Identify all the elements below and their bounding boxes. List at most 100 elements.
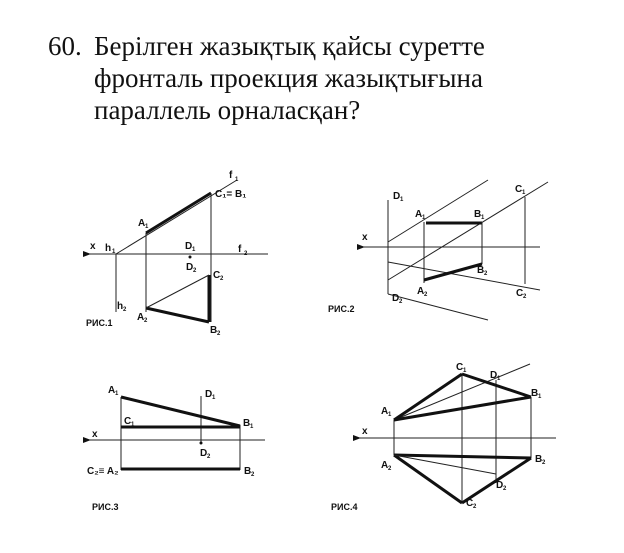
svg-text:1: 1 [538, 394, 542, 400]
fig2-label-a2: A [417, 286, 424, 297]
svg-text:2: 2 [424, 292, 428, 298]
fig1-label-b2: B [210, 325, 217, 336]
figure-3: A 1 C 1 D 1 x B 1 D 2 C₂≡ A₂ B 2 РИС.3 [83, 385, 265, 512]
svg-text:2: 2 [220, 276, 224, 282]
fig4-label-c1: C [456, 362, 463, 373]
fig4-a2d2-line [393, 454, 497, 475]
fig3-label-x: x [92, 429, 98, 440]
svg-text:2: 2 [399, 299, 403, 305]
fig2-label-b1: B [474, 209, 481, 220]
question-line-2: фронталь проекция жазықтығына [94, 63, 483, 93]
fig3-label-b2: B [244, 466, 251, 477]
question-text: Берілген жазықтық қайсы суретте фронталь… [94, 30, 485, 126]
svg-text:1: 1 [145, 224, 149, 230]
svg-text:2: 2 [251, 472, 255, 478]
fig2-label-a1: A [415, 209, 422, 220]
svg-text:2: 2 [542, 460, 546, 466]
fig3-point-d2 [199, 441, 203, 445]
fig2-label-x: x [362, 232, 368, 243]
fig1-label-x: x [90, 241, 96, 252]
svg-text:1: 1 [131, 422, 135, 428]
svg-text:2: 2 [503, 486, 507, 492]
svg-text:2: 2 [473, 504, 477, 510]
svg-text:1: 1 [115, 391, 119, 397]
fig1-a2b2-segment [145, 306, 210, 324]
svg-text:2: 2 [523, 294, 527, 300]
fig2-label-c1: C [515, 184, 522, 195]
svg-text:2: 2 [388, 466, 392, 472]
fig1-label-f1: f [229, 170, 233, 181]
figure-2: D 1 x A 1 B 1 C 1 B 2 D 2 A 2 C 2 РИС.2 [328, 179, 549, 321]
svg-text:2: 2 [207, 454, 211, 460]
fig2-upper-ray-2 [387, 181, 549, 281]
fig1-label-c1b1: C₁= B₁ [215, 189, 246, 200]
svg-text:2: 2 [244, 251, 248, 257]
svg-text:1: 1 [497, 376, 501, 382]
svg-text:2: 2 [484, 271, 488, 277]
fig1-label-d1: D [185, 241, 192, 252]
svg-text:1: 1 [463, 368, 467, 374]
fig1-c2a2-segment [145, 274, 210, 309]
fig1-point-d [188, 255, 192, 259]
fig2-label-b2: B [477, 265, 484, 276]
fig1-label-f2: f [238, 244, 242, 255]
fig3-label-a1: A [108, 385, 115, 396]
fig4-label-c2: C [466, 498, 473, 509]
fig2-a2b2-segment [423, 262, 483, 282]
svg-text:1: 1 [388, 412, 392, 418]
figure-1: x h 1 f 1 f 2 C₁= B₁ A 1 D 1 D 2 C 2 h 2… [83, 170, 268, 337]
svg-text:2: 2 [144, 318, 148, 324]
fig4-label-a1: A [381, 406, 388, 417]
fig2-lower-ray-1 [387, 261, 541, 291]
svg-text:1: 1 [192, 247, 196, 253]
svg-text:1: 1 [112, 249, 116, 255]
fig1-label-c2: C [213, 270, 220, 281]
fig4-label-b1: B [531, 388, 538, 399]
fig4-label-d1: D [490, 370, 497, 381]
svg-text:2: 2 [193, 268, 197, 274]
fig3-label-c1: C [124, 416, 131, 427]
fig1-label-h2: h [117, 301, 123, 312]
fig1-caption: РИС.1 [86, 318, 112, 328]
fig4-a1b1-segment [393, 395, 532, 422]
fig3-label-d2: D [200, 448, 207, 459]
fig1-label-a2: A [137, 312, 144, 323]
svg-text:1: 1 [212, 395, 216, 401]
fig4-label-b2: B [535, 454, 542, 465]
fig3-a1b1-segment [120, 395, 241, 428]
fig2-lower-ray-2 [387, 293, 489, 321]
fig1-a1c1-segment [145, 191, 212, 235]
fig4-a2c2-segment [393, 453, 463, 505]
svg-text:1: 1 [235, 177, 239, 183]
fig4-caption: РИС.4 [331, 502, 357, 512]
svg-text:1: 1 [250, 424, 254, 430]
figure-4: C 1 D 1 B 1 A 1 x B 2 A 2 D 2 C 2 РИС.4 [331, 362, 556, 512]
fig3-label-b1: B [243, 418, 250, 429]
svg-text:2: 2 [217, 331, 221, 337]
question-line-1: Берілген жазықтық қайсы суретте [94, 31, 485, 61]
fig3-label-d1: D [205, 389, 212, 400]
fig3-caption: РИС.3 [92, 502, 118, 512]
fig2-label-d1: D [393, 191, 400, 202]
svg-text:1: 1 [400, 197, 404, 203]
fig2-upper-ray-1 [387, 179, 489, 243]
fig4-a2b2-segment [393, 453, 532, 460]
fig1-label-d2: D [186, 262, 193, 273]
fig1-f-line [115, 179, 238, 255]
fig4-label-x: x [362, 426, 368, 437]
question-line-3: параллель орналасқан? [94, 95, 361, 125]
question-number: 60. [48, 31, 82, 61]
svg-text:2: 2 [123, 307, 127, 313]
fig2-caption: РИС.2 [328, 304, 354, 314]
fig1-label-h: h [105, 243, 111, 254]
fig1-label-a1: A [138, 218, 145, 229]
fig4-a1c1-segment [393, 372, 463, 422]
fig4-c1b1-segment [461, 372, 532, 399]
fig4-label-d2: D [496, 480, 503, 491]
svg-text:1: 1 [422, 215, 426, 221]
fig4-label-a2: A [381, 460, 388, 471]
svg-text:1: 1 [481, 215, 485, 221]
svg-text:1: 1 [522, 190, 526, 196]
fig4-c2b2-segment [461, 456, 532, 505]
